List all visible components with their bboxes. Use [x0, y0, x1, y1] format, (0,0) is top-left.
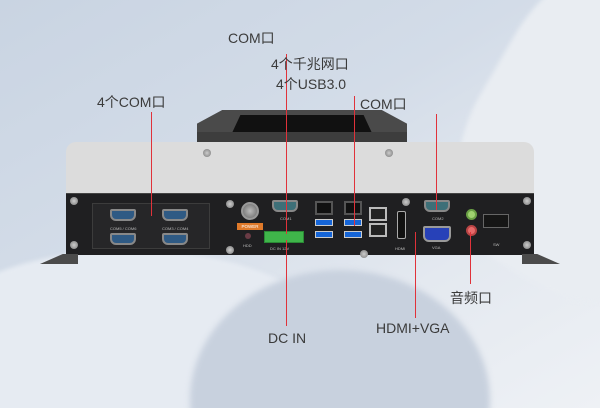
mounting-foot-right: [522, 254, 560, 264]
label-com2: COM口: [360, 96, 407, 112]
usb3-port: [344, 219, 362, 226]
usb3-port: [344, 231, 362, 238]
screw-icon: [203, 149, 211, 157]
callout-line-com2: [436, 114, 437, 210]
screw-icon: [226, 200, 234, 208]
com3-port: [162, 209, 188, 221]
lan-port: [369, 207, 387, 221]
com1-port-label: COM1: [280, 216, 292, 221]
usb3-port: [315, 219, 333, 226]
callout-line-dc-in: [286, 240, 287, 326]
callout-line-com4: [151, 112, 152, 216]
vga-port: [423, 226, 451, 242]
lan-port: [369, 223, 387, 237]
screw-icon: [70, 241, 78, 249]
lan-port: [344, 201, 362, 215]
screw-icon: [385, 149, 393, 157]
screw-icon: [226, 246, 234, 254]
callout-line-lan-usb: [354, 96, 355, 226]
label-4-com: 4个COM口: [97, 94, 166, 110]
label-dc-in: DC IN: [268, 330, 307, 346]
mic-in-jack: [466, 225, 477, 236]
com5-port: [110, 209, 136, 221]
mounting-foot-left: [40, 254, 78, 264]
label-hdmi-vga: HDMI+VGA: [376, 320, 450, 336]
top-cover: [66, 142, 534, 194]
screw-icon: [523, 197, 531, 205]
callout-line-hdmi-vga: [415, 232, 416, 318]
com2-port-label: COM2: [432, 216, 444, 221]
callout-line-com1: [286, 54, 287, 234]
vga-port-label: VGA: [432, 245, 441, 250]
screw-icon: [360, 250, 368, 258]
com1-port: [272, 200, 298, 212]
com2-port: [424, 200, 450, 212]
usb3-port: [315, 231, 333, 238]
com56-label: COM5 / COM6: [110, 226, 137, 231]
hdmi-port-label: HDMI: [395, 246, 406, 251]
label-com1: COM口: [228, 30, 275, 46]
com4-port: [162, 233, 188, 245]
sw-switch[interactable]: [483, 214, 509, 228]
sw-label: SW: [493, 242, 500, 247]
lan-port: [315, 201, 333, 215]
label-usb: 4个USB3.0: [276, 76, 347, 92]
hdd-label: HDD: [243, 243, 252, 248]
power-button[interactable]: [241, 202, 259, 220]
screw-icon: [523, 241, 531, 249]
dc-in-connector: [264, 231, 304, 243]
power-label: POWER: [237, 223, 263, 230]
hdmi-port: [397, 211, 406, 239]
label-lan: 4个千兆网口: [271, 56, 349, 72]
screw-icon: [402, 198, 410, 206]
label-audio: 音频口: [450, 290, 492, 306]
callout-line-audio: [470, 232, 471, 284]
dc-in-port-label: DC IN 12V: [270, 246, 290, 251]
hdd-led-icon: [245, 233, 251, 239]
com34-label: COM3 / COM4: [162, 226, 189, 231]
handle-opening: [232, 115, 372, 133]
audio-out-jack: [466, 209, 477, 220]
com6-port: [110, 233, 136, 245]
screw-icon: [70, 197, 78, 205]
